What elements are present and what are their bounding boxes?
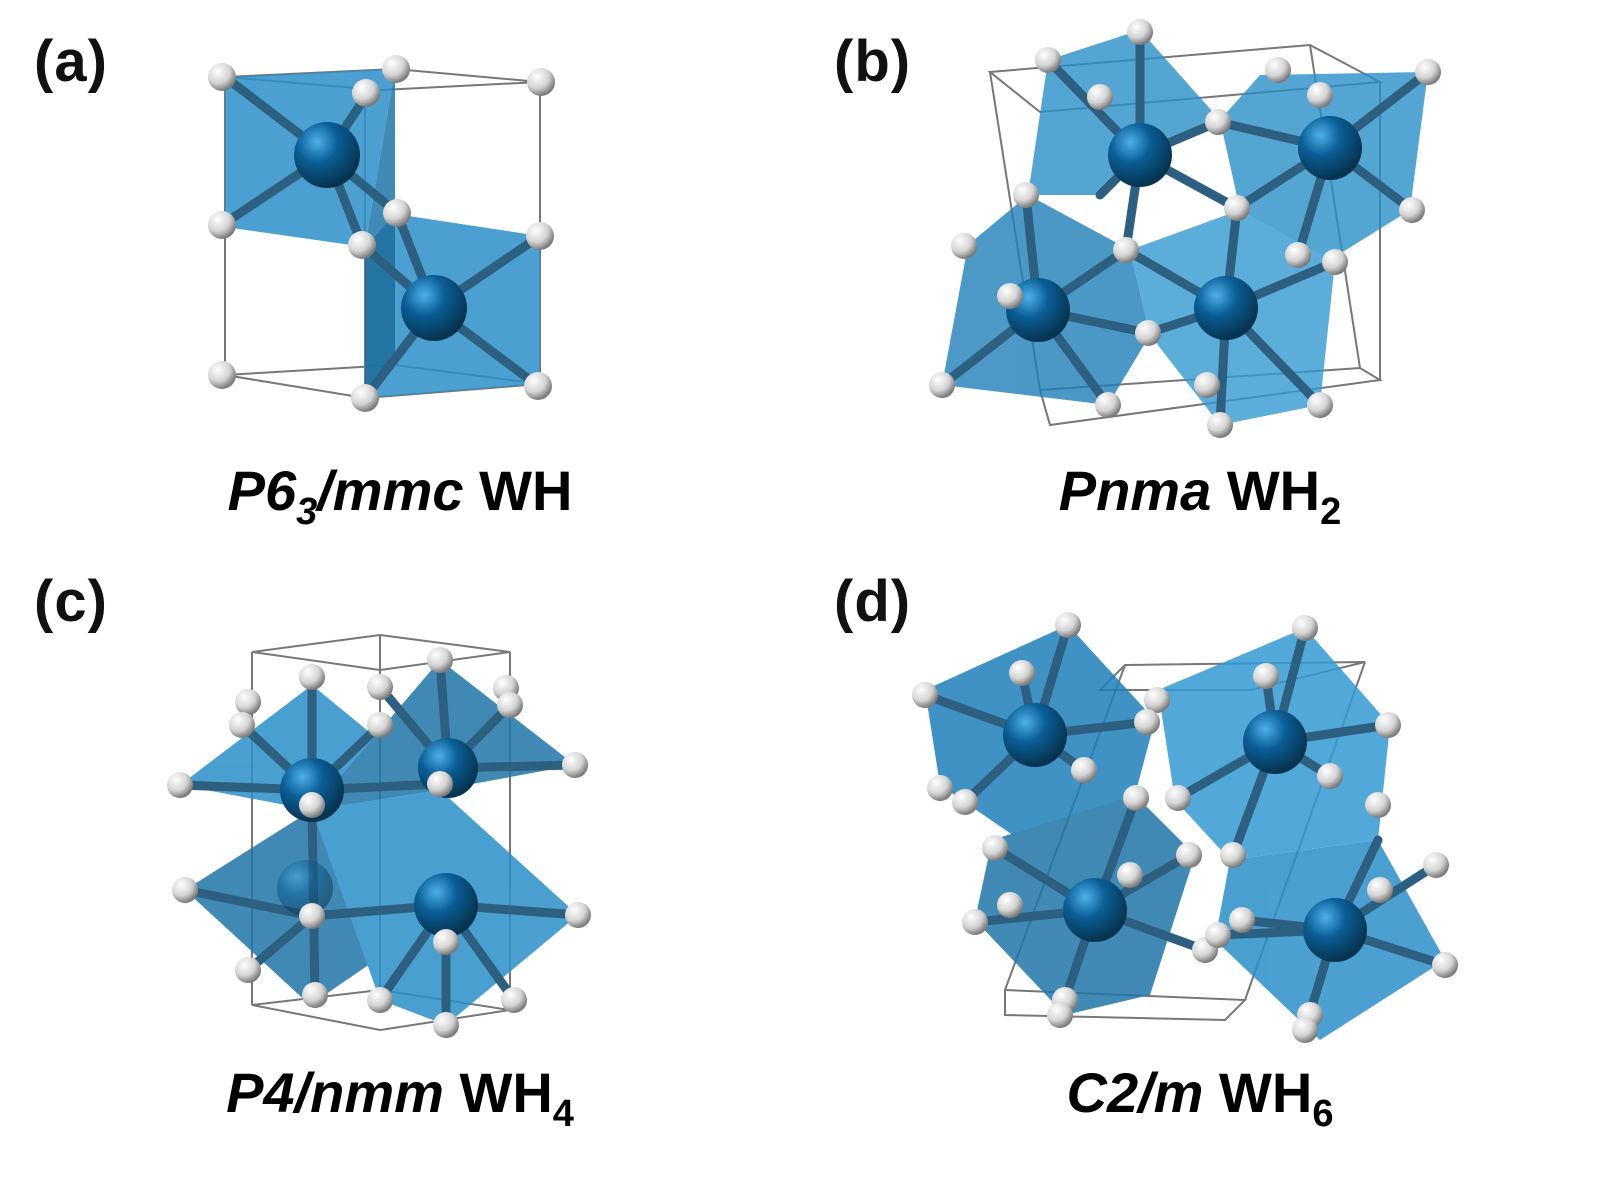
panel-label-a: (a) xyxy=(34,29,108,94)
panel-b: (b) xyxy=(800,0,1600,600)
caption-wh: P63/mmc WH xyxy=(227,459,573,533)
panel-label-b: (b) xyxy=(834,29,912,94)
caption-wh2: Pnma WH2 xyxy=(1058,459,1342,533)
caption-wh6: C2/m WH6 xyxy=(1066,1061,1334,1135)
panel-label-c: (c) xyxy=(34,569,108,634)
structure-wh4 xyxy=(167,633,591,1038)
structure-wh xyxy=(208,55,555,412)
panel-d: (d) xyxy=(800,540,1600,1140)
panel-label-d: (d) xyxy=(834,569,912,634)
panel-a: (a) xyxy=(0,0,800,600)
caption-wh4: P4/nmm WH4 xyxy=(226,1061,574,1135)
structure-wh6 xyxy=(912,612,1458,1043)
structure-wh2 xyxy=(929,19,1441,438)
panel-c: (c) xyxy=(0,540,800,1140)
